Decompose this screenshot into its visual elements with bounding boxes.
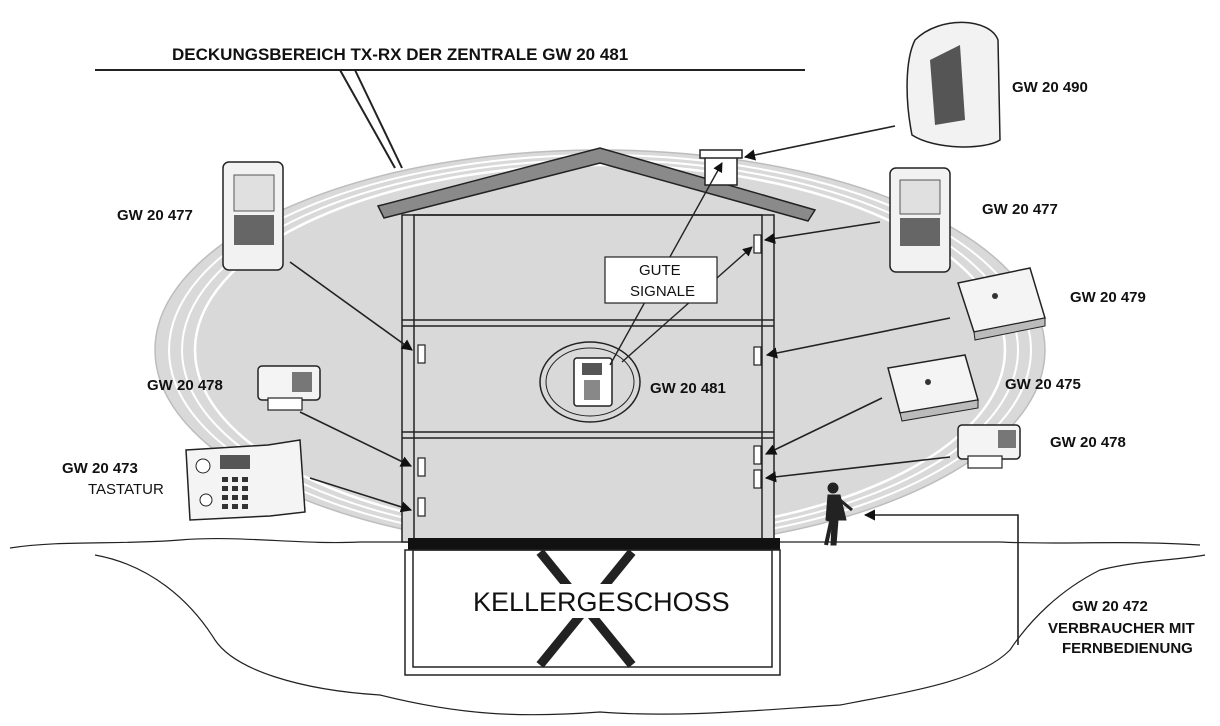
basement-label: KELLERGESCHOSS [473, 587, 730, 617]
ground-outline [9, 537, 1206, 716]
siren-arrow [743, 125, 896, 161]
contact-right-arrow [764, 456, 951, 483]
detector-left-label: GW 20 477 [117, 207, 193, 224]
contact-right-icon [957, 424, 1021, 469]
detector-right-label: GW 20 477 [982, 201, 1058, 218]
keypad-name-label: TASTATUR [88, 481, 164, 498]
detector-left-arrow [289, 261, 413, 351]
person-remote-icon [824, 482, 853, 546]
detector-right-arrow [763, 221, 881, 244]
signal-label-line2: SIGNALE [630, 283, 695, 300]
central-unit-label: GW 20 481 [650, 380, 726, 397]
keypad-icon [185, 439, 306, 521]
module-479-arrow [765, 317, 951, 359]
remote-line2-label: FERNBEDIENUNG [1062, 640, 1193, 657]
contact-left-icon [257, 365, 321, 411]
remote-leader [863, 509, 1019, 645]
motion-detector-right-icon [889, 167, 951, 273]
module-479-icon [957, 267, 1046, 341]
signal-label-line1: GUTE [639, 262, 681, 279]
central-unit-icon [539, 341, 641, 423]
keypad-arrow [309, 477, 413, 513]
module-479-label: GW 20 479 [1070, 289, 1146, 306]
module-475-label: GW 20 475 [1005, 376, 1081, 393]
signal-box [604, 256, 718, 304]
remote-line1-label: VERBRAUCHER MIT [1048, 620, 1195, 637]
basement-cross [468, 549, 724, 668]
wall-sensors [417, 234, 762, 517]
module-475-icon [887, 354, 979, 422]
siren-label: GW 20 490 [1012, 79, 1088, 96]
contact-right-label: GW 20 478 [1050, 434, 1126, 451]
contact-left-arrow [299, 411, 413, 467]
contact-left-label: GW 20 478 [147, 377, 223, 394]
motion-detector-left-icon [222, 161, 284, 271]
coverage-title-leader [95, 69, 805, 169]
module-475-arrow [764, 397, 883, 455]
coverage-title: DECKUNGSBEREICH TX-RX DER ZENTRALE GW 20… [172, 45, 628, 64]
keypad-code-label: GW 20 473 [62, 460, 138, 477]
siren-icon [906, 21, 1001, 148]
remote-code-label: GW 20 472 [1072, 598, 1148, 615]
